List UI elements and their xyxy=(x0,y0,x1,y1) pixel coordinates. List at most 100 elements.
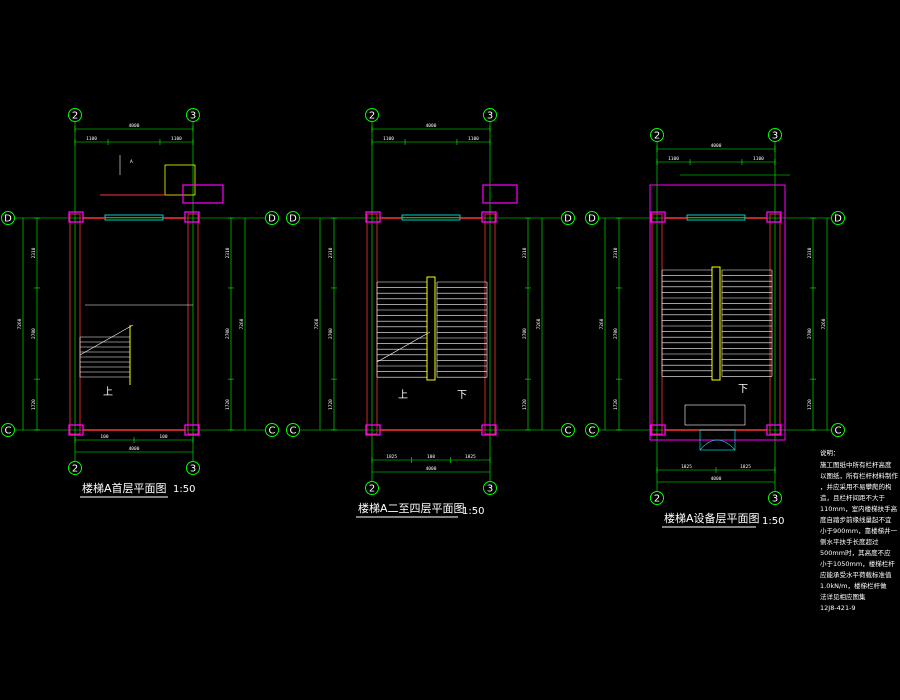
dim-side-0-0: 2310 xyxy=(328,247,334,258)
axis-bubble-d-left-label: D xyxy=(289,214,297,225)
title-first: 楼梯A首层平面图 xyxy=(82,481,167,495)
stair-typical-up-label: 上 xyxy=(398,389,408,401)
dim-side-1-0: 2310 xyxy=(522,247,528,258)
dim-bottom-total: 4000 xyxy=(426,466,437,472)
stair-first-up-label: 上 xyxy=(103,386,113,398)
dim-bottom-0: 1825 xyxy=(386,454,397,460)
equipment-block xyxy=(684,404,746,426)
scale-equipment: 1:50 xyxy=(762,516,784,527)
dim-total-width: 4000 xyxy=(711,143,722,149)
axis-bubble-d-left-label: D xyxy=(588,214,596,225)
entry-canopy-first xyxy=(164,164,196,196)
dim-total-width: 4000 xyxy=(426,123,437,129)
dim-side-1-2: 1720 xyxy=(807,399,813,410)
note-line-9: 小于1050mm，楼梯栏杆 xyxy=(820,559,895,568)
axis-bubble-2-top-circle xyxy=(650,128,664,142)
axis-bubble-c-left-label: C xyxy=(290,426,297,437)
note-line-6: 小于900mm，靠楼梯井一 xyxy=(820,526,898,535)
axis-bubble-d-left-label: D xyxy=(4,214,12,225)
axis-bubble-d-right-label: D xyxy=(268,214,276,225)
stair-well-equipment xyxy=(711,266,721,381)
title-equipment-group: 楼梯A设备层平面图 1:50 xyxy=(662,511,784,528)
note-line-1: 以图纸，所有栏杆材料制作 xyxy=(820,471,899,480)
dim-top-right: 1100 xyxy=(468,136,479,142)
dim-side-1-1: 2700 xyxy=(522,328,528,339)
axis-bubble-2-bottom-circle xyxy=(650,491,664,505)
door-swing-equipment xyxy=(699,439,736,451)
dim-bottom-total: 4000 xyxy=(129,446,140,452)
dim-side-1-0: 2310 xyxy=(807,247,813,258)
wall-right xyxy=(187,213,199,435)
dim-side-0-1: 2700 xyxy=(328,328,334,339)
dim-bottom-0: 100 xyxy=(100,434,108,440)
axis-bubble-2-top-label: 2 xyxy=(369,111,375,122)
title-typical-group: 楼梯A二至四层平面图 1:50 xyxy=(356,501,484,518)
wall-right xyxy=(484,213,496,435)
axis-bubble-c-right-circle xyxy=(265,423,279,437)
axis-bubble-3-top-label: 3 xyxy=(190,111,196,122)
dim-top-right: 1100 xyxy=(171,136,182,142)
axis-bubble-c-left-circle xyxy=(585,423,599,437)
note-line-3: 造，且栏杆间距不大于 xyxy=(820,493,886,502)
dim-bottom-0: 1825 xyxy=(681,464,692,470)
dim-side-1-2: 1720 xyxy=(225,399,231,410)
entry-wall-typical xyxy=(482,184,518,204)
column-top-right xyxy=(766,211,782,223)
column-top-right xyxy=(481,211,497,223)
dim-side-0-2: 1720 xyxy=(328,399,334,410)
dim-total-width: 4000 xyxy=(129,123,140,129)
dim-bottom-total: 4000 xyxy=(711,476,722,482)
dim-bottom-2: 1825 xyxy=(465,454,476,460)
axis-bubble-c-right-label: C xyxy=(565,426,572,437)
dim-bottom-1: 1825 xyxy=(740,464,751,470)
stair-typical-down-label: 下 xyxy=(457,390,467,401)
axis-bubble-d-right-circle xyxy=(265,211,279,225)
axis-bubble-c-left-circle xyxy=(286,423,300,437)
note-line-11: 1.0kN/m，楼梯栏杆做 xyxy=(820,581,887,590)
axis-bubble-3-top-label: 3 xyxy=(772,131,778,142)
axis-bubble-d-right-label: D xyxy=(834,214,842,225)
dim-side-total-1: 7260 xyxy=(239,318,245,329)
dim-side-total-1: 7260 xyxy=(821,318,827,329)
dim-side-0-0: 2310 xyxy=(31,247,37,258)
axis-bubble-3-bottom-circle xyxy=(186,461,200,475)
stair-equipment-down-label: 下 xyxy=(738,384,748,395)
note-line-0: 施工图纸中所有栏杆高度 xyxy=(820,460,892,469)
axis-bubble-c-left-circle xyxy=(1,423,15,437)
axis-bubble-3-top-label: 3 xyxy=(487,111,493,122)
axis-bubble-c-right-circle xyxy=(831,423,845,437)
entry-wall-first xyxy=(182,184,224,204)
axis-bubble-3-top-circle xyxy=(768,128,782,142)
note-line-5: 度自踏步前缘线量起不宜 xyxy=(820,515,892,524)
axis-bubble-d-right-circle xyxy=(561,211,575,225)
axis-bubble-3-top-circle xyxy=(186,108,200,122)
axis-bubble-2-bottom-circle xyxy=(365,481,379,495)
dim-side-1-2: 1720 xyxy=(522,399,528,410)
axis-bubble-c-left-label: C xyxy=(589,426,596,437)
wall-right xyxy=(769,213,781,435)
dim-top-left: 1100 xyxy=(383,136,394,142)
note-line-7: 侧水平扶手长度超过 xyxy=(820,537,879,546)
notes-heading: 说明： xyxy=(820,448,840,457)
axis-bubble-2-bottom-label: 2 xyxy=(654,494,660,505)
title-typical: 楼梯A二至四层平面图 xyxy=(358,501,465,515)
axis-bubble-2-top-label: 2 xyxy=(654,131,660,142)
note-line-10: 应能承受水平荷载标准值 xyxy=(820,570,892,579)
dim-bottom-1: 100 xyxy=(159,434,167,440)
equipment-enclosure xyxy=(649,184,786,441)
axis-bubble-3-bottom-circle xyxy=(768,491,782,505)
title-first-group: 楼梯A首层平面图 1:50 xyxy=(80,481,195,498)
dim-top-right: 1100 xyxy=(753,156,764,162)
axis-bubble-c-right-label: C xyxy=(269,426,276,437)
axis-bubble-c-right-circle xyxy=(561,423,575,437)
dim-top-left: 1100 xyxy=(86,136,97,142)
dim-side-1-0: 2310 xyxy=(225,247,231,258)
note-line-8: 500mm时，其高度不应 xyxy=(820,548,891,557)
stair-well-typical xyxy=(426,276,436,381)
note-line-12: 法详见相应图集 xyxy=(820,592,866,601)
note-line-4: 110mm，室内楼梯扶手高 xyxy=(820,504,898,513)
note-line-13: 12J8-421-9 xyxy=(820,604,856,612)
